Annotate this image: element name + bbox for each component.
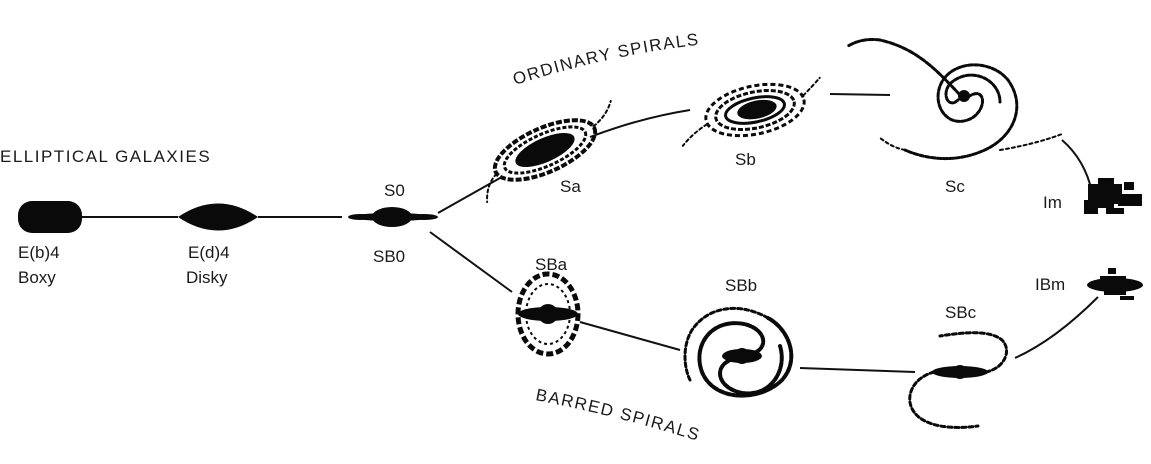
label-sb: Sb <box>735 150 756 169</box>
heading-ordinary-spirals: ORDINARY SPIRALS <box>511 30 701 89</box>
galaxy-sc <box>848 39 1062 158</box>
galaxy-sba <box>518 274 578 354</box>
galaxy-boxy-elliptical <box>18 201 82 233</box>
label-sa: Sa <box>560 177 581 196</box>
galaxy-sa <box>468 97 627 202</box>
label-disky-code: E(d)4 <box>188 243 230 262</box>
galaxy-sb <box>674 72 829 150</box>
galaxy-sbc <box>910 333 1007 428</box>
galaxy-disky-elliptical <box>178 204 258 231</box>
connector-sba-sbb <box>580 322 680 350</box>
connector-sb-sc <box>830 94 890 95</box>
galaxy-irregular-im <box>1084 178 1142 214</box>
label-sba: SBa <box>535 255 568 274</box>
heading-elliptical-galaxies: ELLIPTICAL GALAXIES <box>0 147 211 166</box>
label-boxy-name: Boxy <box>18 268 56 287</box>
heading-barred-spirals: BARRED SPIRALS <box>534 385 702 445</box>
connector-sb0-sba <box>430 232 512 292</box>
label-disky-name: Disky <box>186 268 228 287</box>
galaxy-irregular-barred-ibm <box>1087 268 1143 300</box>
galaxy-s0-lenticular <box>348 207 438 227</box>
galaxy-sbb <box>685 308 791 395</box>
label-s0: S0 <box>384 181 405 200</box>
label-sbb: SBb <box>725 276 757 295</box>
connector-sc-im <box>1062 140 1092 192</box>
connector-lines <box>82 94 1098 372</box>
label-ibm: IBm <box>1035 275 1065 294</box>
connector-sa-sb <box>590 110 690 137</box>
label-boxy-code: E(b)4 <box>18 243 60 262</box>
label-sb0: SB0 <box>373 247 405 266</box>
label-sbc: SBc <box>945 303 977 322</box>
label-sc: Sc <box>945 177 965 196</box>
connector-sbb-sbc <box>800 368 915 372</box>
label-im: Im <box>1043 193 1062 212</box>
connector-sbc-ibm <box>1015 297 1098 358</box>
